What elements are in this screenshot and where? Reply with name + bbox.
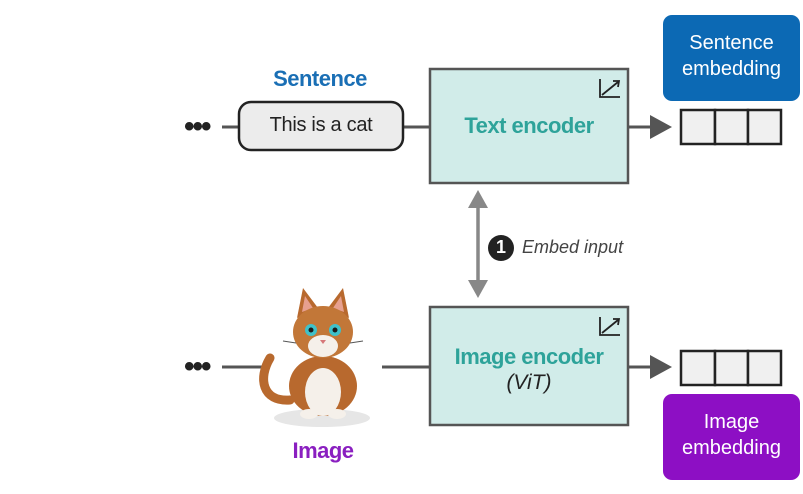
- image-embedding-label-line2: embedding: [682, 437, 781, 459]
- text-encoder-label: Text encoder: [464, 113, 594, 138]
- pixel-cat-icon: [259, 288, 370, 427]
- image-embedding-label-line1: Image: [703, 411, 760, 433]
- trainable-axes-icon: [599, 317, 621, 336]
- image-embedding-badge: [663, 394, 800, 480]
- image-embedding-vector: [679, 349, 783, 387]
- step-number: 1: [495, 237, 506, 257]
- arrow-right-icon: [650, 115, 672, 139]
- ellipsis-bottom: •••: [184, 350, 211, 383]
- sentence-text: This is a cat: [269, 114, 373, 136]
- step-label: Embed input: [522, 237, 624, 257]
- arrow-right-icon: [650, 355, 672, 379]
- step-number-badge: [488, 235, 514, 261]
- sentence-pill: [237, 100, 405, 152]
- image-encoder-label: Image encoder: [454, 344, 604, 369]
- sentence-embedding-vector: [679, 108, 783, 146]
- sentence-embedding-badge: [663, 15, 800, 101]
- image-label: Image: [292, 438, 354, 463]
- sentence-label: Sentence: [273, 66, 367, 91]
- ellipsis-top: •••: [184, 110, 211, 143]
- trainable-axes-icon: [599, 79, 621, 98]
- image-encoder-sublabel: (ViT): [506, 371, 552, 394]
- arrow-up-icon: [468, 190, 488, 208]
- text-encoder-box: [428, 67, 630, 185]
- arrow-down-icon: [468, 280, 488, 298]
- sentence-embedding-label-line1: Sentence: [689, 32, 774, 54]
- image-encoder-box: [428, 305, 630, 427]
- sentence-embedding-label-line2: embedding: [682, 58, 781, 80]
